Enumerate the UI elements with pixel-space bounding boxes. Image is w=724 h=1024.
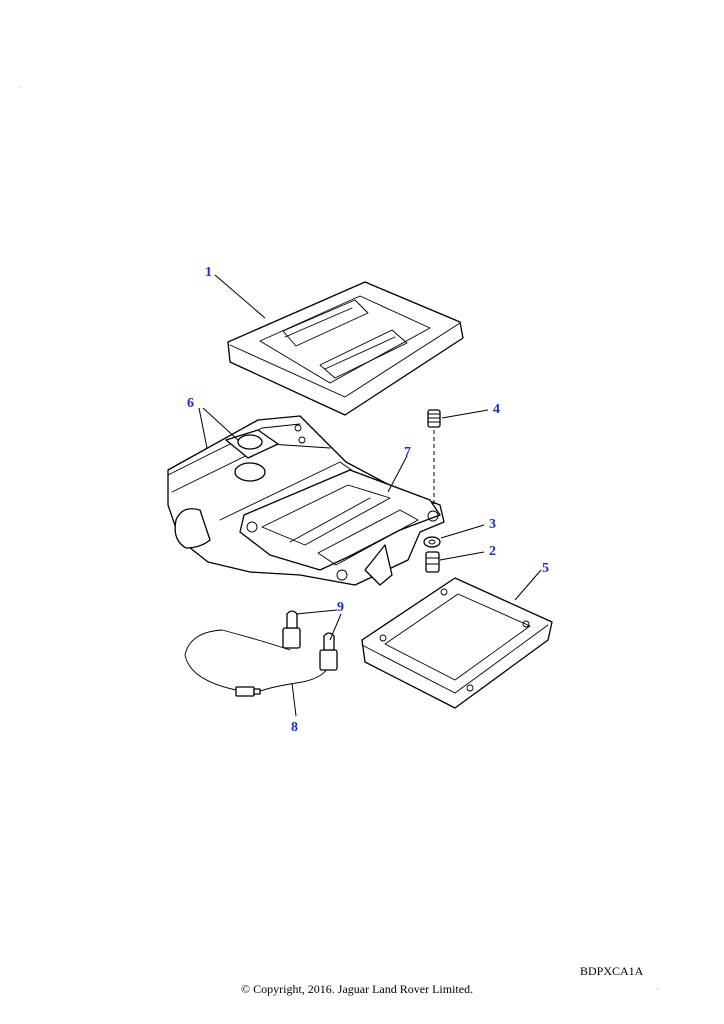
part-9-bulb-a [282,610,301,649]
callout-7: 7 [404,445,411,460]
callout-2: 2 [489,544,496,559]
callout-1: 1 [205,265,212,280]
corner-mark-top-left: ⌜ [18,87,21,93]
leader-lines [198,274,542,717]
part-3-washer [423,536,441,548]
corner-mark-bottom-right: ⌟ [656,985,659,991]
part-2-bolt [425,551,440,573]
reference-code: BDPXCA1A [580,964,644,978]
part-9-bulb-b [319,632,338,671]
part-1-cover-plate [227,281,464,416]
part-5-gasket [361,577,553,709]
copyright-notice: © Copyright, 2016. Jaguar Land Rover Lim… [241,982,474,996]
part-4-spring [427,409,441,428]
callout-5: 5 [542,561,549,576]
callout-3: 3 [489,517,496,532]
callout-8: 8 [291,720,298,735]
part-8-harness [184,629,329,697]
part-7-gate-housing [167,415,445,586]
callout-6: 6 [187,396,194,411]
callout-9: 9 [337,600,344,615]
callout-4: 4 [493,402,500,417]
